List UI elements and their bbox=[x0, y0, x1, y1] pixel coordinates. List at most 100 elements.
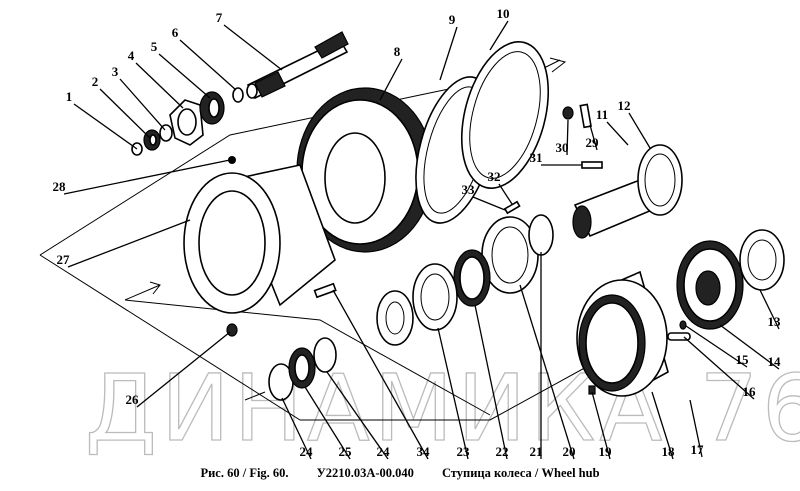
callout-33: 33 bbox=[462, 182, 476, 197]
callout-31: 31 bbox=[530, 150, 543, 165]
callout-27: 27 bbox=[57, 252, 71, 267]
leader-line-7 bbox=[223, 24, 283, 71]
part-bearing-2 bbox=[143, 129, 161, 151]
callout-24: 24 bbox=[377, 444, 391, 459]
part-axle-flange-11-12 bbox=[572, 144, 683, 239]
callout-18: 18 bbox=[662, 444, 676, 459]
callout-4: 4 bbox=[128, 48, 135, 63]
callout-3: 3 bbox=[112, 64, 119, 79]
part-bolt-29 bbox=[579, 103, 592, 129]
callout-2: 2 bbox=[92, 74, 99, 89]
caption-title: Ступица колеса / Wheel hub bbox=[441, 466, 600, 480]
leader-line-25 bbox=[304, 386, 351, 460]
part-bearing-23 bbox=[412, 263, 458, 331]
callout-19: 19 bbox=[599, 444, 613, 459]
part-pin-15 bbox=[679, 320, 687, 330]
part-28-dot bbox=[228, 156, 236, 164]
callout-12: 12 bbox=[618, 98, 631, 113]
part-ring-3 bbox=[159, 124, 173, 142]
callout-10: 10 bbox=[497, 6, 510, 21]
part-bearing-22b bbox=[376, 290, 414, 346]
leader-line-26 bbox=[136, 331, 231, 408]
part-hub-housing-27 bbox=[183, 164, 336, 314]
callout-28: 28 bbox=[53, 179, 67, 194]
callout-6: 6 bbox=[172, 25, 179, 40]
callout-25: 25 bbox=[339, 444, 353, 459]
callout-24: 24 bbox=[300, 444, 314, 459]
part-nut-26 bbox=[226, 323, 238, 337]
leader-line-19 bbox=[591, 391, 611, 460]
leader-line-23 bbox=[437, 327, 469, 460]
part-flange-4 bbox=[169, 99, 204, 146]
leader-line-18 bbox=[651, 391, 674, 460]
callout-13: 13 bbox=[768, 314, 782, 329]
callout-30: 30 bbox=[556, 140, 569, 155]
callout-16: 16 bbox=[743, 384, 757, 399]
leader-line-4 bbox=[135, 62, 184, 109]
callout-15: 15 bbox=[736, 352, 750, 367]
leader-line-1 bbox=[73, 103, 138, 150]
leader-line-8 bbox=[379, 58, 403, 101]
leader-line-9 bbox=[439, 26, 458, 81]
part-ring-6 bbox=[232, 87, 244, 103]
part-cover-10 bbox=[460, 41, 550, 189]
part-gear-14 bbox=[676, 240, 744, 330]
caption: Рис. 60 / Fig. 60. У2210.03А-00.040 Ступиц… bbox=[0, 466, 800, 481]
leader-line-20 bbox=[519, 284, 575, 460]
part-gear-25 bbox=[288, 347, 316, 389]
leader-line-17 bbox=[689, 399, 703, 458]
callout-22: 22 bbox=[496, 444, 509, 459]
part-number: У2210.03А-00.040 bbox=[316, 466, 414, 480]
part-nut-30 bbox=[562, 106, 574, 120]
leader-line-24 bbox=[326, 371, 389, 460]
callout-32: 32 bbox=[488, 169, 501, 184]
leader-line-30 bbox=[566, 119, 569, 156]
leader-line-6 bbox=[179, 39, 237, 91]
leader-line-24 bbox=[281, 397, 312, 460]
figure-number: Рис. 60 / Fig. 60. bbox=[200, 466, 289, 480]
part-pin-34 bbox=[313, 282, 337, 299]
leader-line-16 bbox=[683, 336, 755, 400]
leader-line-14 bbox=[719, 324, 780, 370]
part-bolt-31 bbox=[581, 161, 603, 169]
part-pin-33 bbox=[503, 200, 521, 215]
part-ring-22 bbox=[453, 249, 491, 307]
leader-line-13 bbox=[759, 289, 780, 330]
callout-17: 17 bbox=[691, 442, 705, 457]
callout-34: 34 bbox=[417, 444, 431, 459]
leader-line-12 bbox=[628, 112, 651, 149]
callout-7: 7 bbox=[216, 10, 223, 25]
part-bearing-13 bbox=[739, 229, 785, 291]
callout-21: 21 bbox=[530, 444, 543, 459]
callout-14: 14 bbox=[768, 354, 782, 369]
leader-line-34 bbox=[332, 289, 429, 460]
callout-29: 29 bbox=[586, 135, 600, 150]
callout-1: 1 bbox=[66, 89, 73, 104]
leader-line-11 bbox=[606, 121, 629, 146]
part-ring-21 bbox=[528, 214, 554, 256]
leader-line-2 bbox=[99, 88, 151, 139]
leader-line-3 bbox=[119, 78, 166, 131]
leader-line-5 bbox=[158, 53, 211, 99]
part-ring-gear-18 bbox=[576, 270, 669, 397]
part-ring-24b bbox=[313, 337, 337, 373]
leader-line-27 bbox=[67, 219, 191, 268]
leader-line-33 bbox=[472, 196, 506, 211]
callout-23: 23 bbox=[457, 444, 471, 459]
leader-line-22 bbox=[474, 304, 508, 460]
callout-20: 20 bbox=[563, 444, 576, 459]
callout-8: 8 bbox=[394, 44, 401, 59]
leader-line-28 bbox=[63, 159, 231, 195]
part-ring-gear-8 bbox=[296, 87, 434, 253]
callout-26: 26 bbox=[126, 392, 140, 407]
leader-line-29 bbox=[589, 124, 598, 151]
callout-11: 11 bbox=[596, 107, 608, 122]
watermark: ДИНАМИКА 76 bbox=[85, 355, 800, 462]
part-gear-5 bbox=[199, 91, 225, 125]
leader-line-10 bbox=[489, 20, 509, 51]
callout-5: 5 bbox=[151, 39, 158, 54]
leader-line-32 bbox=[498, 183, 513, 205]
callout-9: 9 bbox=[449, 12, 456, 27]
